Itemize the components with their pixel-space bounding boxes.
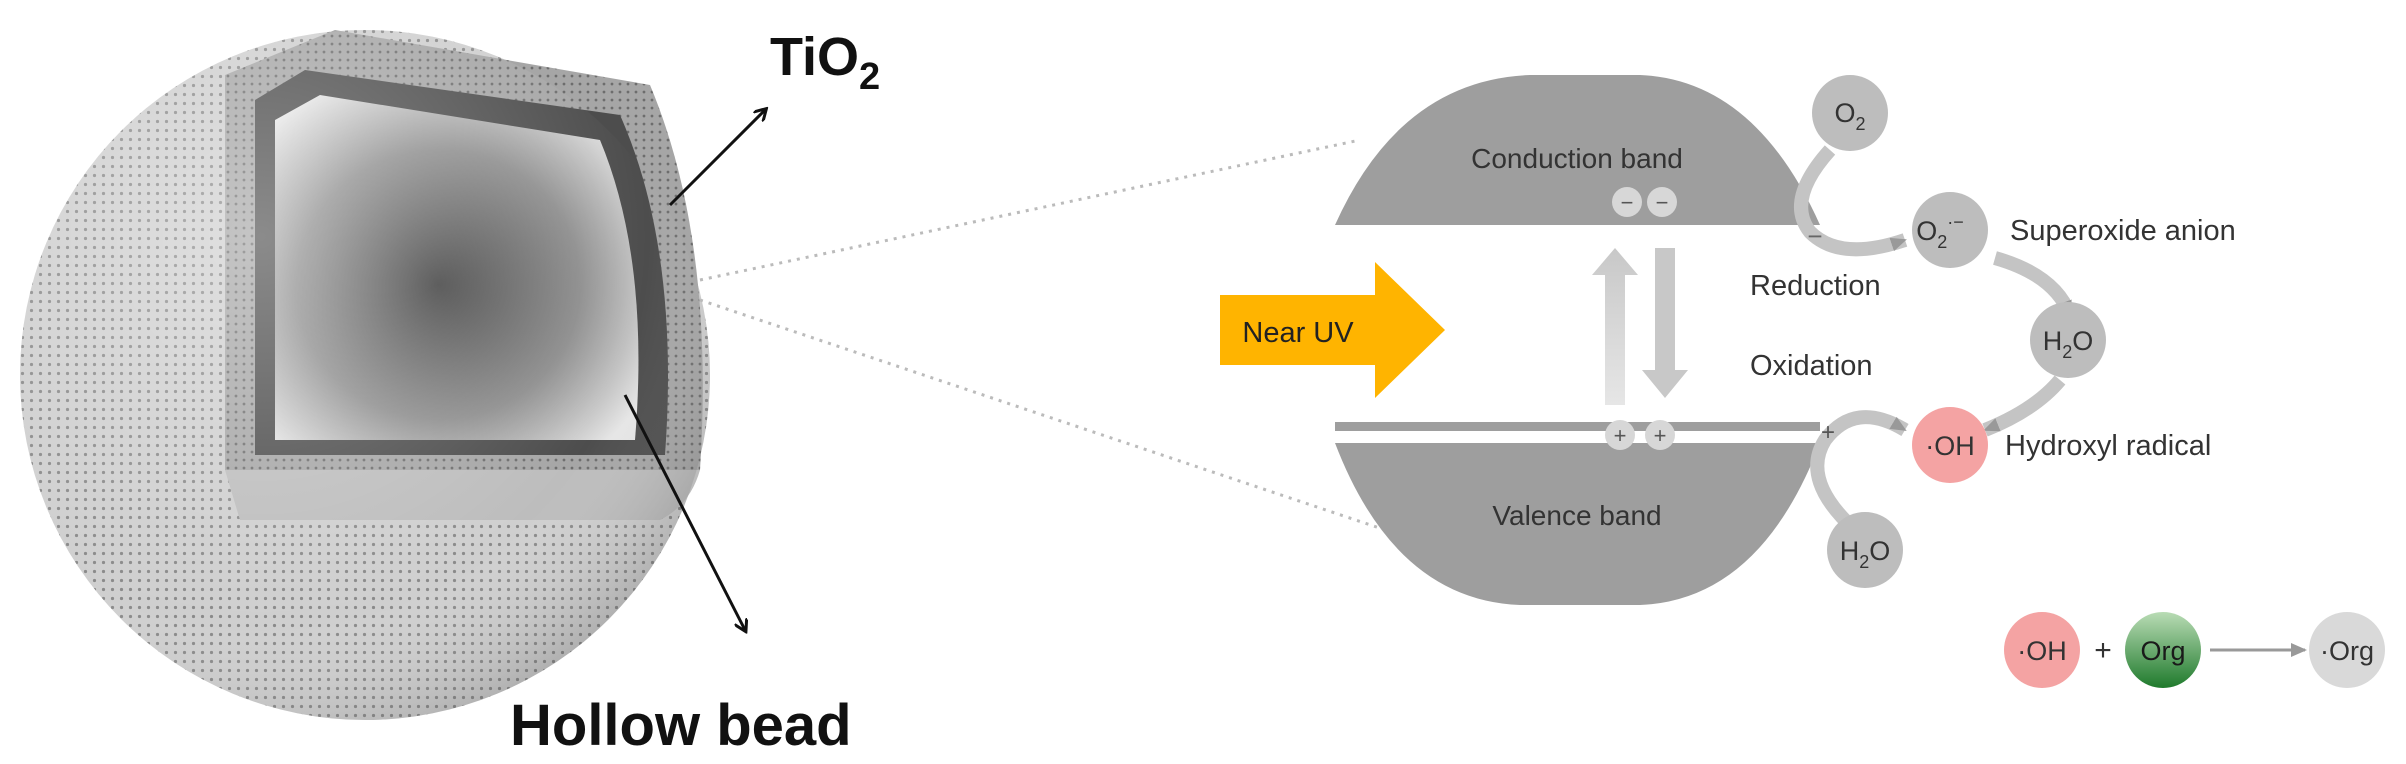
hydroxyl-label: Hydroxyl radical — [2005, 430, 2211, 462]
o2-formula: O2 — [1834, 98, 1865, 134]
valence-band-edge — [1335, 422, 1820, 431]
hollow-sphere — [20, 30, 710, 720]
electron-2 — [1647, 187, 1677, 217]
superoxide-formula: O2·− — [1916, 212, 1964, 252]
organic-radical-formula: ·Org — [2320, 636, 2374, 666]
superoxide-label: Superoxide anion — [2010, 215, 2236, 247]
reaction-hydroxyl-bubble — [2004, 612, 2080, 688]
water-formula-right: H2O — [2043, 326, 2094, 362]
reduction-curve-arrow — [1794, 145, 1908, 257]
hydroxyl-formula: ·OH — [1925, 431, 1975, 461]
electron-sign-2: − — [1656, 190, 1669, 215]
reduction-electron-sign: − — [1807, 221, 1822, 251]
zoom-line-top — [699, 138, 1361, 282]
reaction-hydroxyl-formula: ·OH — [2017, 636, 2067, 666]
near-uv-label: Near UV — [1242, 317, 1354, 349]
tio2-label: TiO2 — [770, 27, 880, 98]
electron-sign-1: − — [1621, 190, 1634, 215]
valence-band — [1335, 443, 1820, 605]
near-uv-arrow: Near UV — [1220, 262, 1445, 398]
water-formula-bottom: H2O — [1840, 536, 1891, 572]
hole-2 — [1645, 420, 1675, 450]
reaction-plus: + — [2094, 634, 2112, 667]
organic-bubble — [2125, 612, 2201, 688]
oxidation-label: Oxidation — [1750, 350, 1873, 382]
electron-1 — [1612, 187, 1642, 217]
valence-band-label: Valence band — [1492, 500, 1661, 531]
zoom-line-bottom — [699, 298, 1461, 557]
hole-1 — [1605, 420, 1635, 450]
water-bubble-right — [2030, 302, 2106, 378]
oxidation-curve-arrow — [1810, 410, 1909, 536]
band-diagram: Conduction band − − + + Valence band — [1335, 75, 1820, 605]
oxidation-hole-sign: + — [1821, 419, 1835, 446]
superoxide-bubble — [1912, 192, 1988, 268]
reduction-label: Reduction — [1750, 270, 1881, 302]
recombination-arrow-down — [1642, 248, 1688, 398]
water-bubble-bottom — [1827, 512, 1903, 588]
hole-sign-1: + — [1614, 423, 1627, 448]
conduction-band-label: Conduction band — [1471, 143, 1683, 174]
organic-radical-bubble — [2309, 612, 2385, 688]
o2-bubble — [1812, 75, 1888, 151]
excitation-arrow-up — [1592, 248, 1638, 405]
conduction-band — [1335, 75, 1820, 225]
hole-sign-2: + — [1654, 423, 1667, 448]
organic-formula: Org — [2140, 636, 2185, 666]
tio2-pointer-arrow — [668, 110, 765, 207]
hollow-pointer-arrow — [623, 394, 745, 630]
water-to-hydroxyl-arrow — [1982, 375, 2066, 437]
hydroxyl-bubble — [1912, 407, 1988, 483]
hollow-bead-label: Hollow bead — [510, 693, 852, 758]
